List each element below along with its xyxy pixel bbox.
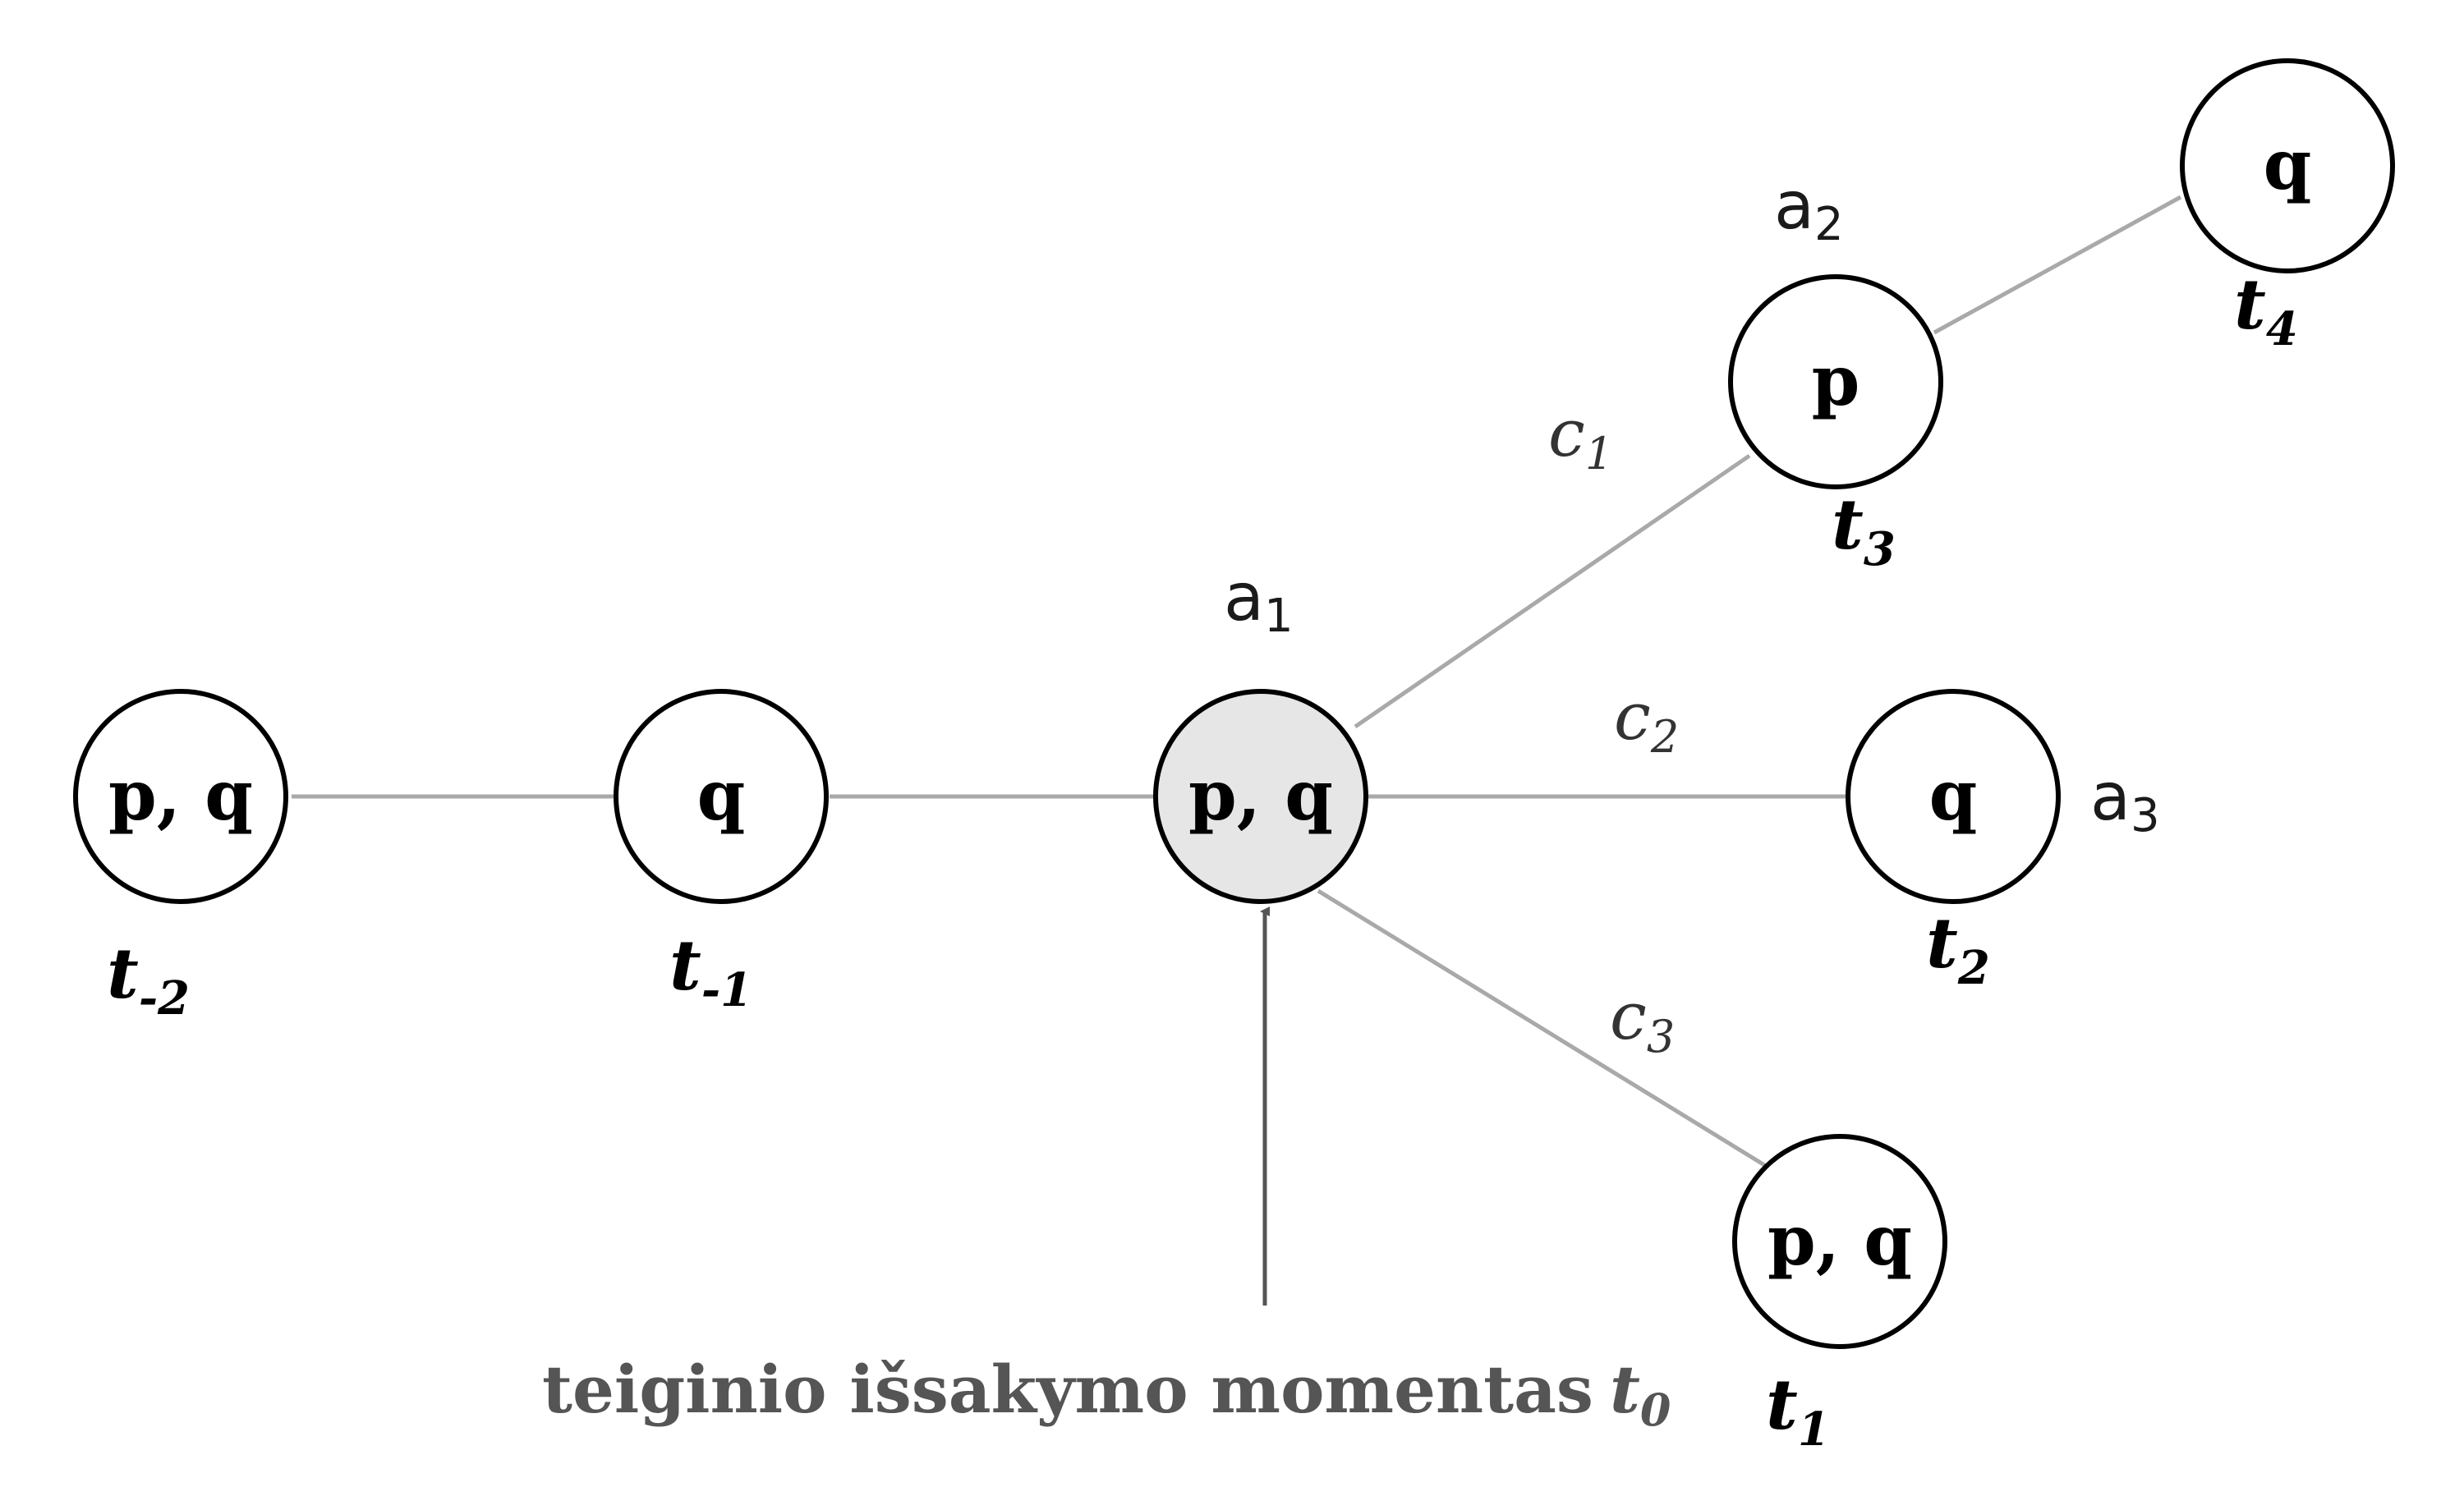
caption-text: teiginio išsakymo momentas bbox=[542, 1351, 1593, 1428]
agent-label-a1: a1 bbox=[1224, 559, 1294, 643]
node-circle bbox=[2180, 58, 2395, 273]
node-t1: p, q bbox=[1732, 1134, 1947, 1349]
time-label-t3: t3 bbox=[1832, 484, 1896, 576]
node-label: q bbox=[2264, 124, 2312, 205]
time-label-t1: t1 bbox=[1766, 1364, 1830, 1457]
edge-t3-t4 bbox=[1933, 195, 2182, 335]
chain-label-c2: c2 bbox=[1614, 678, 1679, 763]
node-label: p, q bbox=[1188, 755, 1333, 836]
node-circle bbox=[1846, 689, 2061, 904]
time-label-t-2: t-2 bbox=[107, 933, 190, 1026]
node-t-1: q bbox=[614, 689, 829, 904]
node-a1-current: p, q bbox=[1153, 689, 1368, 904]
time-label-t-1: t-1 bbox=[669, 925, 752, 1017]
agent-label-a3: a3 bbox=[2090, 759, 2160, 842]
node-circle bbox=[1732, 1134, 1947, 1349]
node-label: p, q bbox=[1768, 1200, 1912, 1281]
chain-label-c1: c1 bbox=[1548, 395, 1613, 480]
node-label: q bbox=[697, 755, 746, 836]
time-label-t2: t2 bbox=[1926, 902, 1990, 995]
node-label: p, q bbox=[108, 755, 253, 836]
edges bbox=[292, 195, 2182, 1168]
node-t3: p bbox=[1728, 274, 1943, 489]
edge-a1-t1 bbox=[1317, 888, 1768, 1168]
node-t4: q bbox=[2180, 58, 2395, 273]
node-t-2: p, q bbox=[73, 689, 288, 904]
node-circle bbox=[614, 689, 829, 904]
node-label: p bbox=[1812, 340, 1860, 421]
node-t2: q bbox=[1846, 689, 2061, 904]
agent-label-a2: a2 bbox=[1774, 168, 1844, 251]
node-circle bbox=[73, 689, 288, 904]
time-label-t4: t4 bbox=[2234, 264, 2298, 356]
node-circle bbox=[1728, 274, 1943, 489]
caption-t: t bbox=[1610, 1351, 1640, 1428]
chain-label-c3: c3 bbox=[1610, 978, 1675, 1062]
edge-a1-t3 bbox=[1354, 453, 1751, 729]
node-circle-highlighted bbox=[1153, 689, 1368, 904]
node-label: q bbox=[1929, 755, 1978, 836]
